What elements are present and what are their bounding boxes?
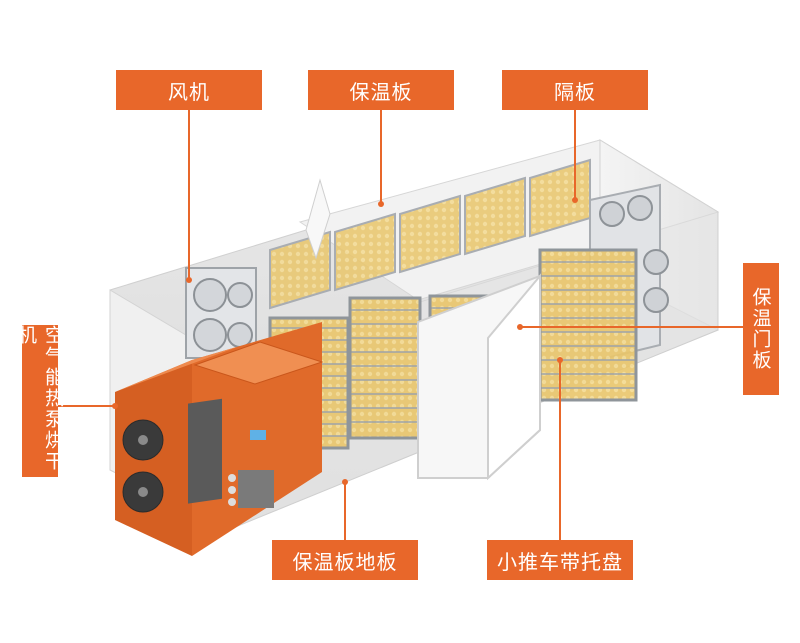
- label-insulated-door: 保温门板: [743, 263, 779, 395]
- fan-unit: [185, 267, 257, 359]
- heat-pump-dryer: [115, 322, 324, 556]
- label-insulated-floor: 保温板地板: [272, 540, 418, 580]
- callout-dots: [112, 197, 578, 485]
- control-screen: [250, 430, 266, 440]
- label-fan: 风机: [116, 70, 262, 110]
- label-heat-pump-dryer: 空气能热泵烘干机: [15, 325, 64, 477]
- label-cart-with-trays: 小推车带托盘: [487, 540, 633, 580]
- rack-row-back: [269, 158, 591, 310]
- label-partition: 隔板: [502, 70, 648, 110]
- label-insulation-board: 保温板: [308, 70, 454, 110]
- top-hatch: [305, 178, 331, 260]
- callout-lines: [58, 110, 743, 540]
